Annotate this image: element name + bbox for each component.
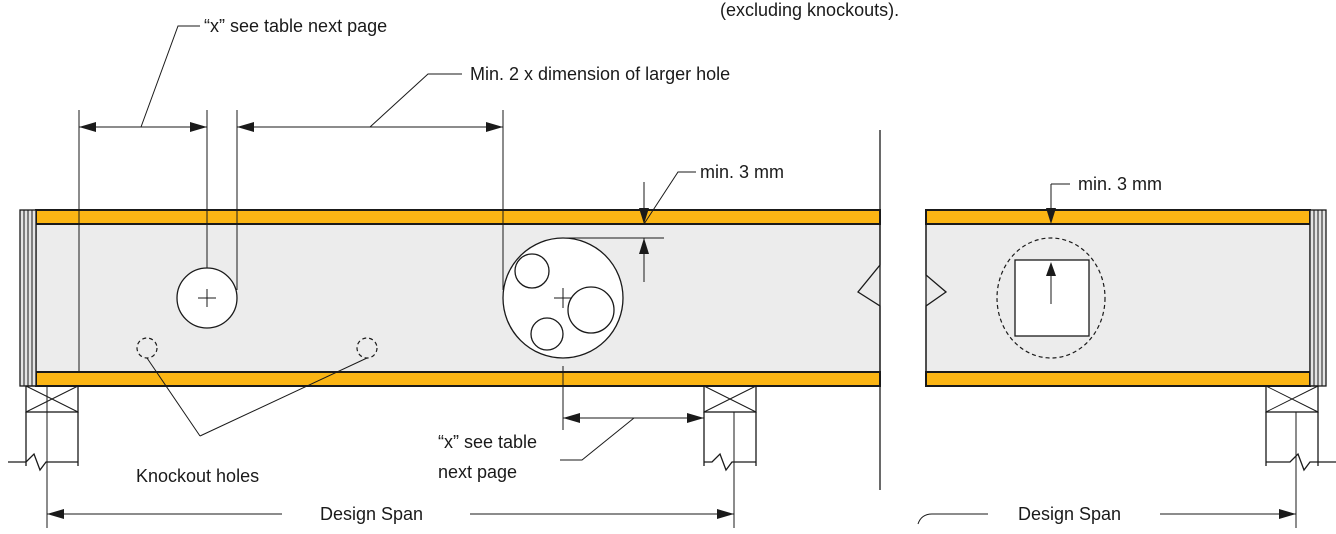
x-see-table-top-label: “x” see table next page	[204, 16, 387, 36]
min-2x-dimension	[237, 73, 503, 132]
design-span-right-label: Design Span	[1018, 504, 1121, 524]
x-see-table-bottom-line2: next page	[438, 462, 517, 482]
min-3mm-right-label: min. 3 mm	[1078, 174, 1162, 194]
left-web	[35, 223, 881, 373]
right-top-flange	[925, 209, 1311, 225]
large-round-hole	[502, 237, 624, 359]
knockout-leader	[146, 357, 368, 437]
right-bottom-flange	[925, 371, 1311, 387]
min-3mm-left-dimension	[565, 171, 696, 282]
x-dimension-top	[79, 25, 207, 132]
middle-support	[703, 385, 757, 472]
left-break-line	[857, 130, 881, 490]
design-span-left-dimension	[47, 509, 734, 519]
left-bottom-flange	[35, 371, 881, 387]
left-joist	[19, 209, 881, 387]
right-joist	[925, 209, 1327, 387]
left-top-flange	[35, 209, 881, 225]
min-3mm-right-dimension	[1046, 183, 1070, 224]
right-web	[925, 223, 1311, 373]
x-see-table-bottom-line1: “x” see table	[438, 432, 537, 452]
right-support	[1265, 385, 1336, 472]
knockout-holes-label: Knockout holes	[136, 466, 259, 486]
x-dimension-bottom	[560, 366, 704, 461]
right-break-line	[925, 210, 948, 386]
design-span-left-label: Design Span	[320, 504, 423, 524]
min-2x-dimension-label: Min. 2 x dimension of larger hole	[470, 64, 730, 84]
round-hole	[176, 267, 238, 329]
left-support	[8, 385, 79, 472]
square-hole	[996, 237, 1106, 359]
design-span-right-dimension	[917, 509, 1296, 525]
min-3mm-left-label: min. 3 mm	[700, 162, 784, 182]
top-note: (excluding knockouts).	[720, 0, 899, 20]
